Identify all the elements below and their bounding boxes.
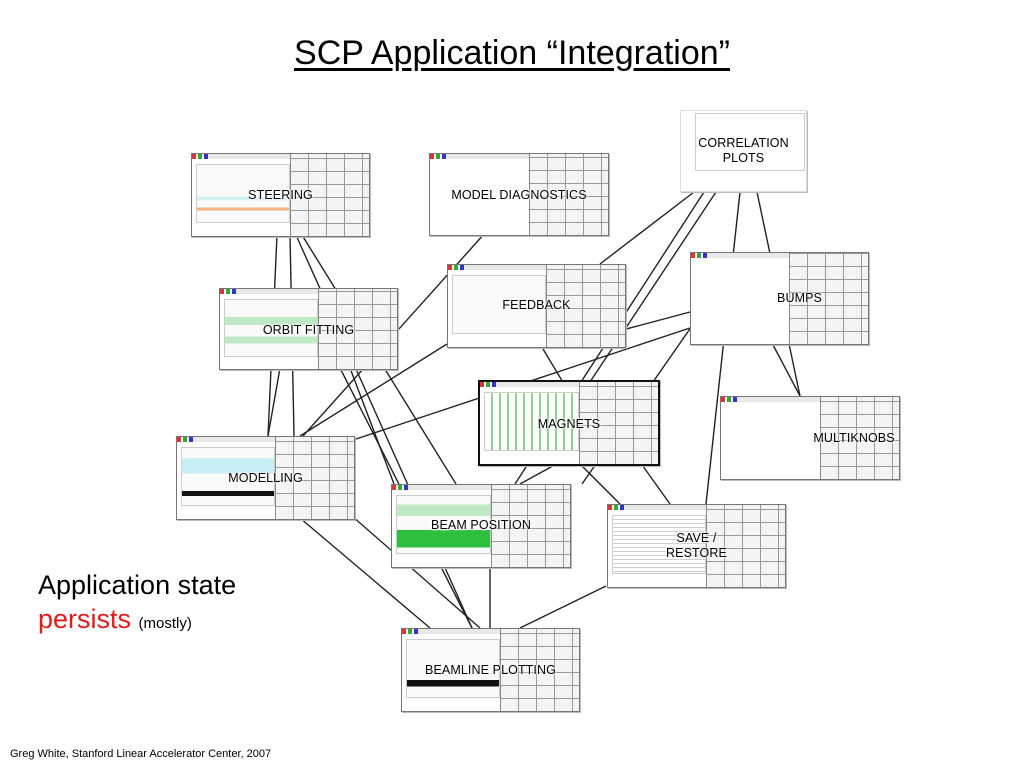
feedback-label: FEEDBACK: [502, 298, 571, 312]
bumps-label: BUMPS: [777, 291, 822, 305]
panel-beamline-plotting: BEAMLINE PLOTTING: [401, 628, 580, 712]
connector-line: [351, 515, 481, 629]
correlation-plots-label: CORRELATION PLOTS: [698, 136, 789, 165]
magnets-label: MAGNETS: [537, 417, 601, 431]
model-diagnostics-label: MODEL DIAGNOSTICS: [451, 188, 587, 202]
modelling-label: MODELLING: [228, 471, 303, 485]
feedback-button-grid: [546, 265, 625, 347]
connector-line: [577, 191, 717, 401]
connector-line: [349, 367, 395, 485]
modelling-plot: [181, 447, 276, 507]
panel-orbit-fitting: ORBIT FITTING: [219, 288, 398, 370]
connector-line: [299, 517, 431, 629]
save-restore-label: SAVE / RESTORE: [666, 531, 727, 560]
connector-line: [577, 461, 621, 505]
model-diagnostics-button-grid: [528, 154, 608, 235]
caption: Application state persists (mostly): [38, 568, 236, 641]
beamline-plotting-label: BEAMLINE PLOTTING: [425, 663, 556, 677]
steering-plot: [196, 164, 291, 224]
orbit-fitting-plot: [224, 299, 319, 357]
orbit-fitting-label: ORBIT FITTING: [262, 323, 355, 337]
panel-feedback: FEEDBACK: [447, 264, 626, 348]
footer-credit: Greg White, Stanford Linear Accelerator …: [10, 748, 272, 760]
caption-persists: persists: [38, 604, 132, 634]
panel-modelling: MODELLING: [176, 436, 355, 520]
caption-line-2: persists (mostly): [38, 602, 236, 641]
orbit-fitting-button-grid: [318, 289, 397, 369]
beam-position-label: BEAM POSITION: [431, 518, 531, 532]
panel-correlation-plots: CORRELATION PLOTS: [680, 110, 807, 192]
save-restore-table: [612, 515, 707, 575]
panel-model-diagnostics: MODEL DIAGNOSTICS: [429, 153, 609, 236]
steering-button-grid: [290, 154, 369, 236]
connector-line: [519, 585, 607, 629]
save-restore-button-grid: [706, 505, 785, 587]
beam-position-plot: [396, 495, 491, 555]
multiknobs-label: MULTIKNOBS: [813, 431, 895, 445]
modelling-button-grid: [275, 437, 354, 519]
caption-line-1: Application state: [38, 570, 237, 600]
feedback-plot: [452, 275, 547, 335]
magnets-button-grid: [578, 382, 658, 464]
multiknobs-button-grid: [819, 397, 899, 479]
panel-steering: STEERING: [191, 153, 370, 237]
beamline-plotting-plot: [406, 639, 501, 699]
panel-multiknobs: MULTIKNOBS: [720, 396, 900, 480]
caption-mostly: (mostly): [138, 615, 192, 632]
connector-line: [705, 191, 741, 505]
correlation-plot-area: [695, 113, 805, 171]
connector-line: [771, 342, 801, 397]
slide-title: SCP Application “Integration”: [294, 34, 730, 72]
connector-line: [267, 367, 281, 437]
panel-magnets: MAGNETS: [478, 380, 660, 466]
beamline-plotting-button-grid: [500, 629, 579, 711]
panel-save-restore: SAVE / RESTORE: [607, 504, 786, 588]
steering-label: STEERING: [248, 188, 313, 202]
connector-line: [299, 343, 448, 437]
bumps-button-grid: [789, 253, 868, 344]
connector-line: [639, 461, 671, 505]
beam-position-button-grid: [490, 485, 570, 567]
connector-line: [599, 191, 695, 265]
panel-bumps: BUMPS: [690, 252, 869, 345]
magnets-table: [484, 392, 579, 452]
panel-beam-position: BEAM POSITION: [391, 484, 571, 568]
